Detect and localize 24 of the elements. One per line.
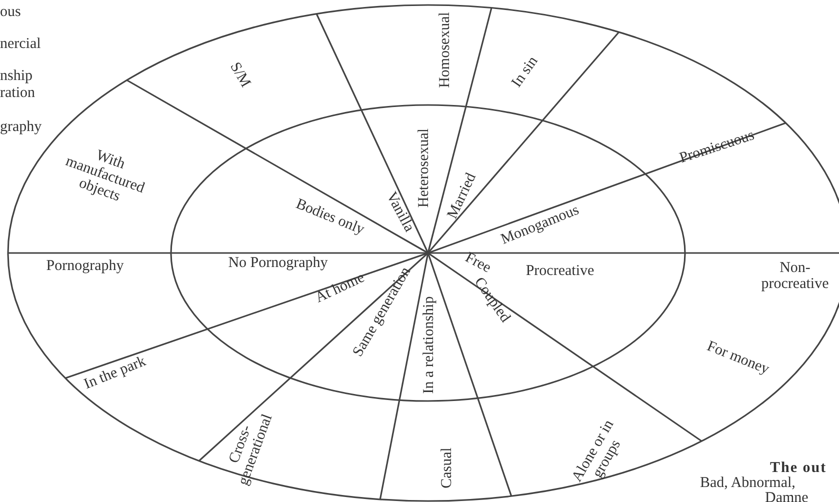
sector-label: Free [462,250,494,276]
sector-label: Vanilla [382,189,418,235]
caption-text: The out [770,460,827,476]
sector-label: In a relationship [421,296,437,394]
sector-label: In sin [508,54,542,90]
text-fragment: graphy [0,119,42,135]
text-fragment: nercial [0,36,41,52]
sector-label: No Pornography [228,255,328,271]
sector-label: Procreative [526,263,594,279]
text-fragment: ous [0,4,21,20]
sector-label: Heterosexual [416,128,432,208]
text-fragment: nship [0,68,33,84]
text-fragment: ration [0,85,35,101]
sector-label: Pornography [46,258,124,274]
sector-label: Bodies only [294,196,366,238]
sector-label: Non- procreative [760,260,830,292]
caption-text: Bad, Abnormal, [700,475,796,491]
sector-label: S/M [226,60,254,90]
sector-label: In the park [82,353,148,393]
sector-label: At home [313,270,367,306]
sector-label: For money [704,338,772,378]
caption-text: Damne [765,490,808,502]
sector-label: Homosexual [437,12,453,88]
sector-label: Casual [439,448,455,488]
